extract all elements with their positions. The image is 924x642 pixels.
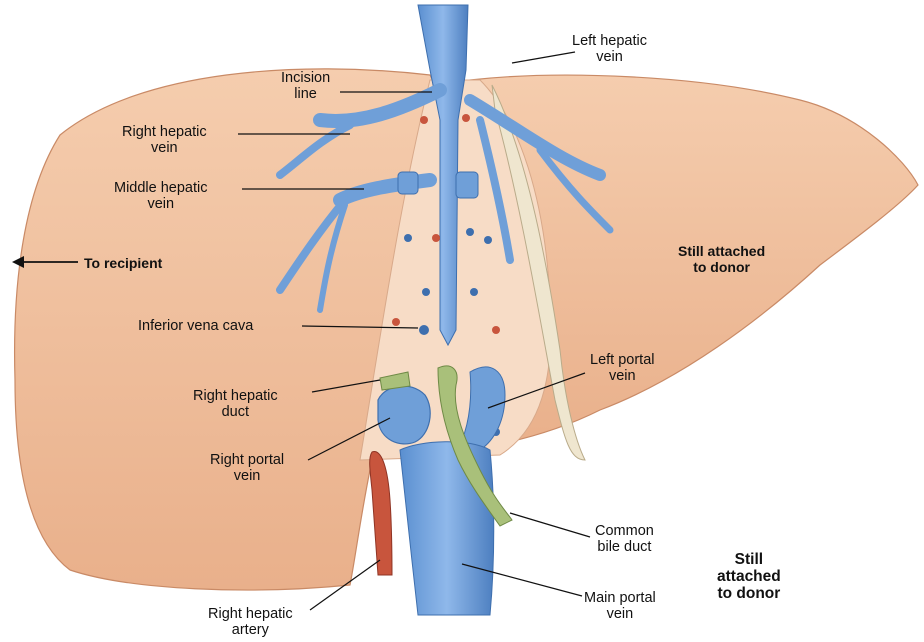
incision-line-label: Incision line [281, 70, 330, 102]
still-attached-label-upper: Still attached to donor [678, 243, 765, 275]
right-hepatic-artery-label: Right hepatic artery [208, 606, 293, 638]
left-portal-vein-label: Left portal vein [590, 352, 655, 384]
right-portal-vein-shape [378, 386, 430, 444]
right-hepatic-vein-label: Right hepatic vein [122, 124, 207, 156]
main-portal-vein-label: Main portal vein [584, 590, 656, 622]
main-portal-vein-shape [400, 442, 494, 615]
right-hepatic-duct-label: Right hepatic duct [193, 388, 278, 420]
still-attached-label-lower: Still attached to donor [717, 551, 781, 602]
left-hepatic-vein-label: Left hepatic vein [572, 33, 647, 65]
to-recipient-label: To recipient [84, 255, 162, 271]
common-bile-duct-label: Common bile duct [595, 523, 654, 555]
right-portal-vein-label: Right portal vein [210, 452, 284, 484]
middle-hepatic-vein-label: Middle hepatic vein [114, 180, 208, 212]
right-hepatic-artery-shape [370, 452, 392, 575]
inferior-vena-cava-label: Inferior vena cava [138, 318, 253, 334]
